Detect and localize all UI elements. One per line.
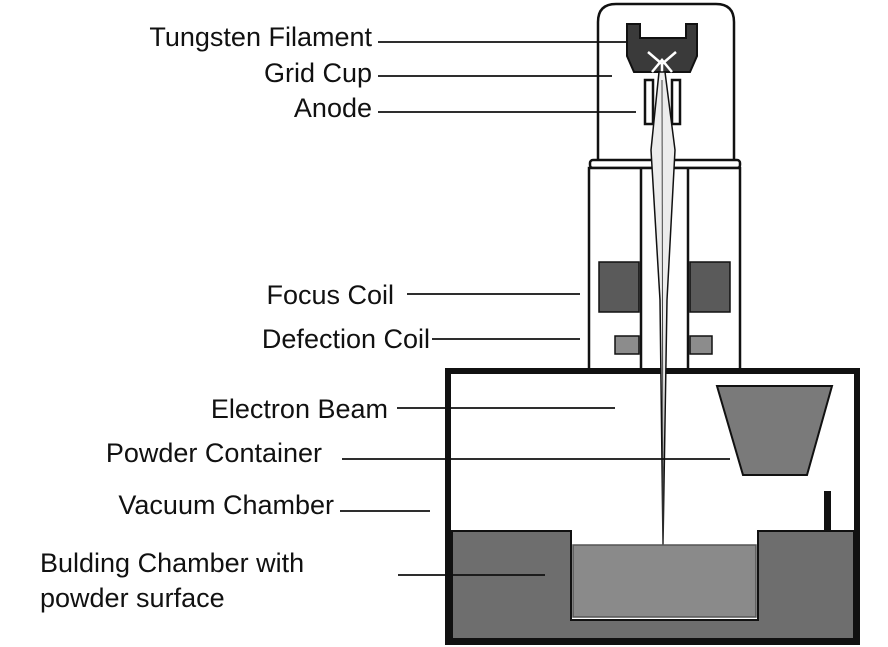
label-powder-container: Powder Container [106,438,322,468]
focus-coil-right [689,261,731,313]
label-tungsten-filament: Tungsten Filament [149,22,372,52]
label-anode: Anode [294,93,372,123]
label-deflection-coil: Defection Coil [262,324,430,354]
label-electron-beam: Electron Beam [211,394,388,424]
focus-coil-left [598,261,640,313]
electron-beam-core [661,79,664,546]
deflection-coil-right [689,335,713,355]
label-focus-coil: Focus Coil [266,280,394,310]
electron-beam [650,71,676,546]
anode-left [643,78,655,126]
grid-cup-shell [626,23,698,73]
label-building-chamber-line1: Bulding Chamber with [40,548,304,578]
label-building-chamber-line2: powder surface [40,583,225,613]
anode-right [670,78,682,126]
deflection-coil-left [614,335,640,355]
tungsten-filament [647,51,677,73]
powder-container [715,385,834,476]
label-vacuum-chamber: Vacuum Chamber [118,490,334,520]
building-chamber [451,530,855,640]
powder-bed [572,544,757,618]
rake-post [824,491,831,531]
label-grid-cup: Grid Cup [264,58,372,88]
